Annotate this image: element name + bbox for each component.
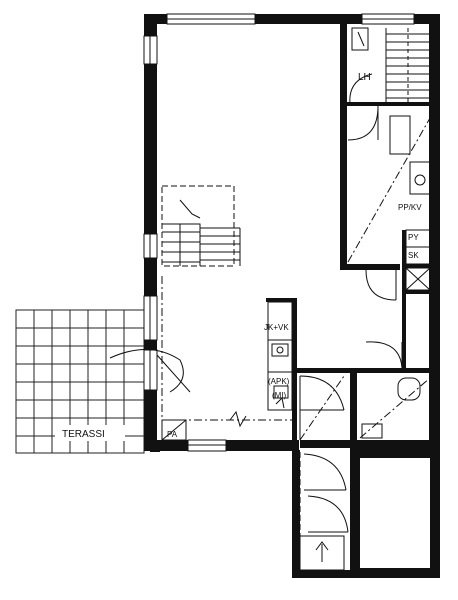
bathroom-fixtures (299, 341, 431, 441)
label-py: PY (408, 233, 419, 242)
pa-closet (161, 419, 187, 441)
sauna-stairs (349, 27, 429, 105)
label-jk-vk: JK+VK (264, 323, 289, 332)
label-mi: (MI) (272, 391, 287, 400)
windows (143, 13, 415, 452)
living-staircase (161, 185, 241, 267)
terrace-label-bg (55, 425, 125, 441)
terrace-door (109, 349, 191, 393)
kitchen-counter (229, 301, 293, 428)
interior-walls (266, 24, 440, 448)
label-sk: SK (408, 251, 419, 260)
entrance (299, 452, 349, 571)
label-apk: (APK) (268, 377, 290, 386)
label-terassi: TERASSI (62, 429, 105, 440)
label-lh: LH (358, 72, 371, 83)
label-pp-kv: PP/KV (398, 203, 422, 212)
bedroom-fixtures (347, 105, 431, 301)
label-pa: PA (167, 430, 178, 439)
